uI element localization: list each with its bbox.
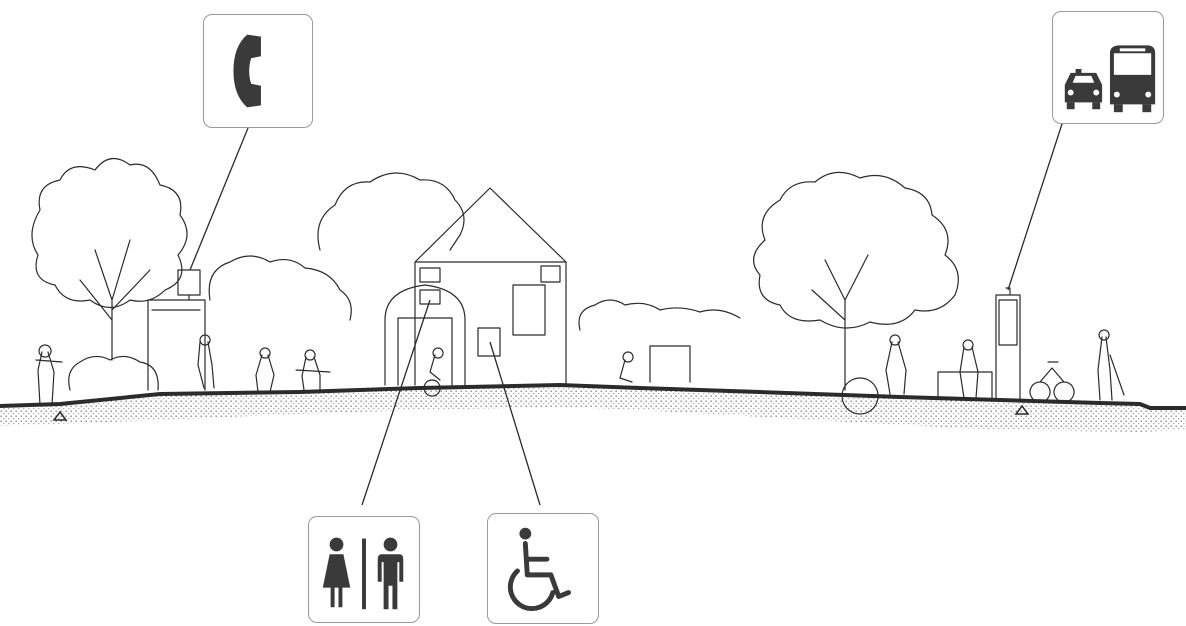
left-shrubs — [69, 256, 352, 390]
middle-hedges — [579, 300, 740, 330]
transit-sign — [1052, 11, 1164, 124]
right-tree — [754, 172, 959, 390]
restroom-sign — [308, 516, 420, 623]
leader-line-telephone — [190, 128, 248, 270]
telephone-handset-icon — [204, 15, 312, 127]
telephone-sign — [203, 14, 313, 128]
telephone-kiosk — [148, 270, 205, 390]
leader-line-accessible — [490, 342, 540, 505]
restroom-women-men-icon — [309, 517, 419, 622]
left-tree — [32, 159, 187, 360]
center-tree — [318, 173, 464, 250]
transit-stop-post — [996, 288, 1020, 400]
accessible-sign — [487, 513, 599, 624]
taxi-and-bus-icon — [1053, 12, 1163, 123]
leader-line-transit — [1008, 124, 1062, 290]
wheelchair-accessible-icon — [488, 514, 598, 623]
